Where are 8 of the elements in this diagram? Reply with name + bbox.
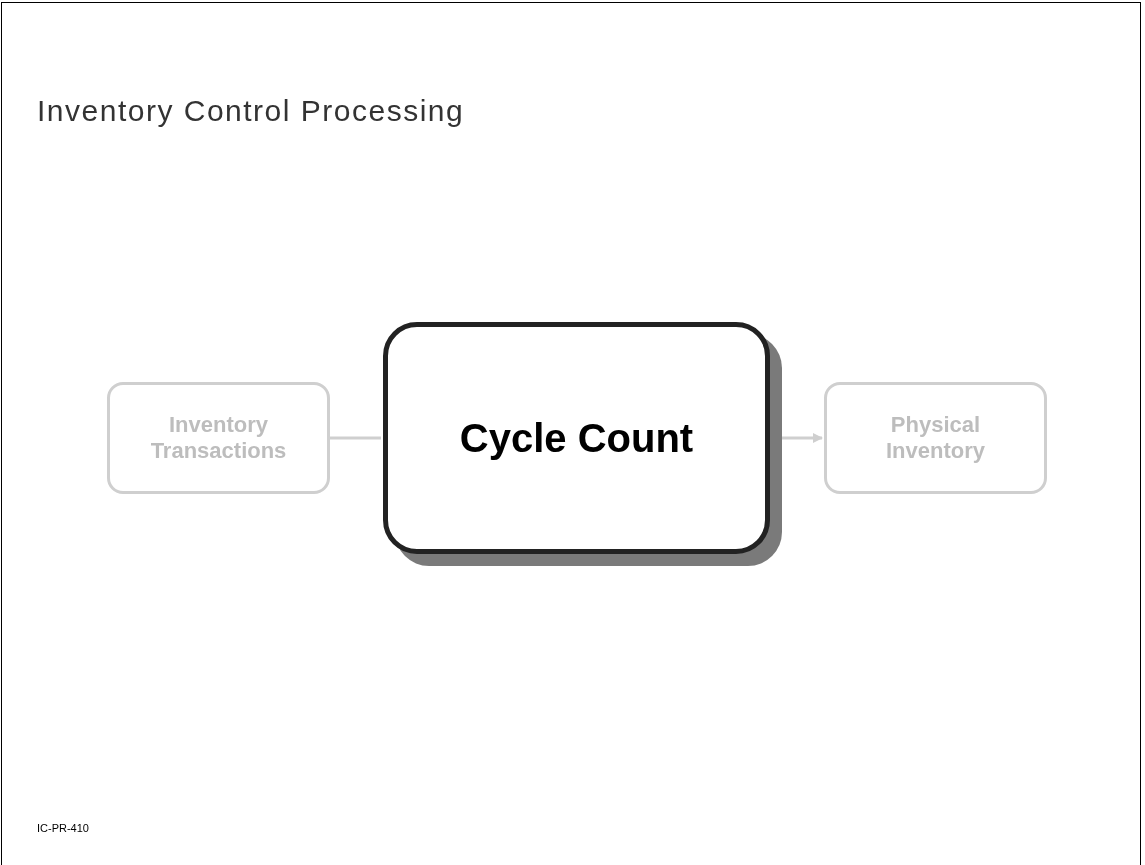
title: Inventory Control Processing [37,94,465,128]
connector-line [330,436,381,440]
node-label: Cycle Count [459,415,694,461]
node-label: Inventory Transactions [149,411,288,465]
process-box-faded [824,382,1047,494]
process-box-faded [107,382,330,494]
node-label: Physical Inventory [885,411,986,465]
slide-code: IC-PR-410 [37,822,89,834]
